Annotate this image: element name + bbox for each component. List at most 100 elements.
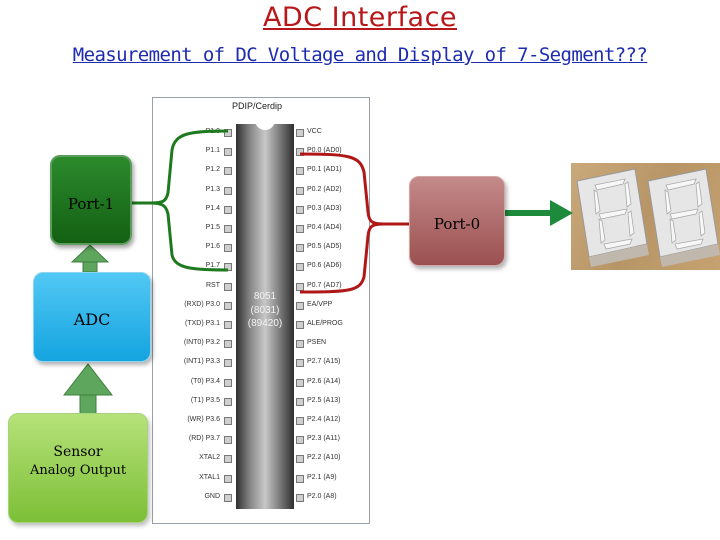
chip-pin	[224, 378, 232, 387]
chip-pin-label-left: P1.5	[205, 224, 220, 231]
chip-pin-label-right: P0.1 (AD1)	[307, 166, 342, 174]
seven-segment-display-icon	[576, 168, 720, 267]
chip-pin-label-left: XTAL1	[199, 473, 220, 481]
chip-pin	[296, 493, 304, 502]
chip-pin-label-left: P1.7	[205, 262, 220, 270]
chip-pin-label-left: XTAL2	[199, 454, 220, 462]
slide-subtitle: Measurement of DC Voltage and Display of…	[72, 44, 648, 66]
chip-pin-label-left: (WR) P3.6	[187, 416, 220, 423]
chip-pin-label-left: GND	[204, 492, 220, 500]
chip-pin	[296, 474, 304, 483]
adc-block: ADC	[33, 272, 151, 362]
chip-pin-label-left: P1.1	[205, 147, 220, 155]
seven-segment-photo	[571, 163, 720, 270]
chip-pin-label-right: EA/VPP	[307, 300, 333, 308]
chip-pin	[224, 474, 232, 483]
adc-label: ADC	[73, 310, 111, 329]
chip-pin	[296, 321, 304, 329]
chip-pin	[296, 417, 304, 425]
chip-pin	[224, 321, 232, 329]
chip-pin	[224, 282, 232, 291]
chip-pin-label-right: P2.5 (A13)	[307, 396, 341, 404]
port0-block: Port-0	[409, 176, 505, 266]
chip-pin-label-left: RST	[206, 281, 220, 289]
sensor-label: Sensor	[53, 444, 103, 460]
chip-pin	[296, 167, 304, 176]
chip-pin	[296, 148, 304, 157]
chip-pin-label-right: P2.0 (A8)	[307, 492, 337, 500]
chip-pin	[296, 225, 304, 233]
chip-variant-1: (8031)	[250, 305, 280, 316]
slide-title: ADC Interface	[262, 2, 458, 33]
chip-pin-label-right: P0.0 (AD0)	[307, 147, 342, 155]
chip-pin-label-right: P0.2 (AD2)	[307, 185, 342, 193]
chip-pin-label-right: P2.7 (A15)	[307, 358, 341, 366]
chip-pin-label-left: (TXD) P3.1	[184, 320, 220, 327]
chip-pin	[296, 205, 304, 214]
chip-pin	[224, 359, 232, 368]
chip-package-label: PDIP/Cerdip	[232, 101, 283, 111]
chip-body	[236, 124, 294, 509]
chip-pin-label-right: ALE/PROG	[307, 320, 343, 327]
chip-pin	[296, 129, 304, 137]
port1-label: Port-1	[67, 195, 115, 213]
chip-pin-label-right: P0.5 (AD5)	[307, 243, 342, 251]
chip-pin-label-left: P1.2	[205, 166, 220, 174]
chip-pin-label-right: P0.7 (AD7)	[307, 281, 342, 289]
port1-bracket	[149, 129, 229, 272]
chip-pin-label-left: (INT1) P3.3	[183, 358, 220, 366]
chip-pin-label-right: P2.2 (A10)	[307, 454, 341, 462]
chip-pin	[296, 282, 304, 291]
chip-pin	[296, 359, 304, 368]
chip-pin	[296, 378, 304, 387]
chip-pin	[224, 205, 232, 214]
chip-pin	[224, 186, 232, 195]
chip-pin-label-left: (INT0) P3.2	[183, 339, 220, 347]
chip-pin	[224, 301, 232, 310]
chip-pin-label-right: P2.4 (A12)	[307, 416, 341, 423]
chip-pin-label-left: P1.3	[205, 185, 220, 193]
display-arrow	[505, 200, 573, 226]
chip-pin	[224, 417, 232, 425]
chip-pin	[296, 397, 304, 406]
chip-pin	[296, 340, 304, 349]
chip-pin-label-left: (T1) P3.5	[190, 396, 220, 404]
chip-pin	[224, 167, 232, 176]
chip-pin	[224, 493, 232, 502]
chip-pin	[224, 397, 232, 406]
chip-pin-label-right: VCC	[307, 128, 322, 135]
chip-pin	[224, 225, 232, 233]
chip-pin	[296, 186, 304, 195]
chip-pin-label-left: P1.6	[205, 243, 220, 251]
chip-pin	[296, 263, 304, 272]
chip-notch	[255, 118, 275, 130]
chip-pin-label-left: (RXD) P3.0	[184, 300, 220, 308]
chip-pin-label-right: P2.1 (A9)	[307, 473, 337, 481]
chip-variant-2: (89420)	[247, 318, 283, 329]
chip-pin	[224, 340, 232, 349]
chip-name: 8051	[253, 291, 277, 302]
chip-pin	[224, 455, 232, 464]
chip-pin-label-right: PSEN	[307, 339, 327, 347]
chip-pin	[224, 148, 232, 157]
chip-pin	[224, 436, 232, 445]
port0-label: Port-0	[433, 215, 481, 233]
chip-pin-label-left: (T0) P3.4	[190, 377, 220, 385]
chip-pin	[296, 455, 304, 464]
chip-pin-label-right: P0.4 (AD4)	[307, 224, 342, 231]
chip-pin-label-right: P2.3 (A11)	[307, 435, 340, 443]
chip-pin	[224, 244, 232, 253]
sensor-to-adc-arrow	[62, 363, 114, 415]
chip-pin-label-right: P2.6 (A14)	[307, 377, 341, 385]
adc-to-port1-arrow	[70, 244, 110, 273]
chip-pin-label-left: (RD) P3.7	[188, 435, 220, 443]
chip-pin-label-left: P1.4	[205, 204, 220, 212]
chip-pin-label-right: P0.3 (AD3)	[307, 204, 342, 212]
chip-pin	[296, 244, 304, 253]
port1-block: Port-1	[50, 155, 132, 245]
sensor-block: Sensor Analog Output	[8, 413, 148, 523]
port0-bracket	[299, 152, 385, 294]
chip-pin-label-right: P0.6 (AD6)	[307, 262, 342, 270]
chip-pin	[296, 301, 304, 310]
